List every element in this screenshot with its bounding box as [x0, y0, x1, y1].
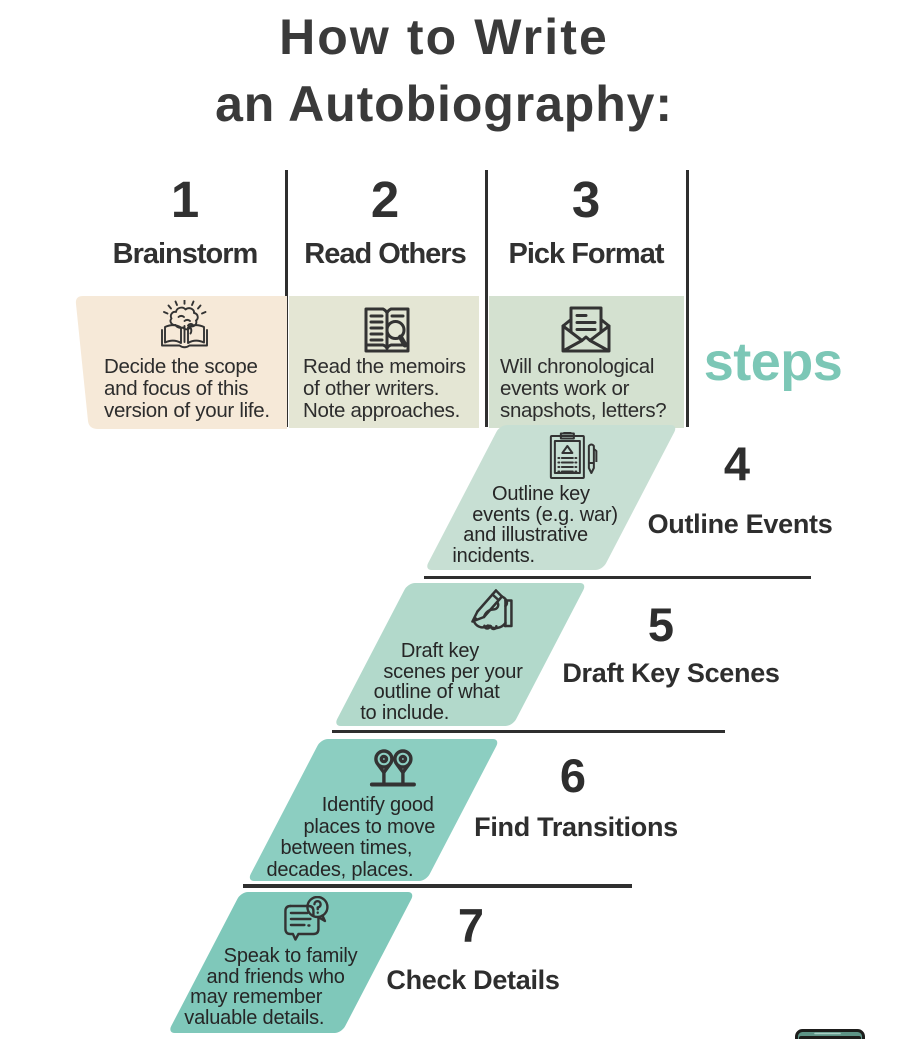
clipboard-pen-icon [484, 432, 662, 480]
book-magnifier-icon [362, 305, 412, 355]
step1-title: Brainstorm [112, 238, 259, 270]
step3-header: 3 Pick Format [486, 171, 686, 270]
step4-desc-line4: incidents. [452, 544, 536, 567]
step2-desc-line3: Note approaches. [303, 399, 461, 422]
step6-desc-line4: decades, places. [266, 858, 414, 881]
step2-desc-line1: Read the memoirs [303, 355, 466, 378]
separator-line-3 [243, 884, 632, 888]
step3-desc-line2: events work or [500, 377, 630, 400]
step3-desc-line3: snapshots, letters? [500, 399, 667, 422]
separator-line-2 [332, 729, 725, 733]
step4-box: Outline key events (e.g. war) and illust… [424, 425, 678, 570]
step4-title: Outline Events [647, 509, 833, 539]
step1-box-shape [75, 296, 287, 429]
step4-number: 4 [723, 437, 751, 490]
step7-box: Speak to family and friends who may reme… [167, 892, 415, 1033]
step7-number: 7 [457, 899, 485, 952]
step6-title: Find Transitions [474, 812, 678, 842]
step1-header: 1 Brainstorm [85, 171, 285, 270]
step7-title: Check Details [386, 965, 560, 995]
step6-box: Identify good places to move between tim… [247, 739, 500, 881]
step5-desc-line4: to include. [360, 701, 450, 724]
page-title-line1: How to Write [279, 9, 609, 65]
typewriter-device-icon [795, 1029, 865, 1039]
page-title-line2: an Autobiography: [215, 76, 673, 132]
step5-box: Draft key scenes per your outline of wha… [333, 583, 587, 726]
speech-bubbles-icon [218, 896, 392, 944]
column-divider-2 [485, 170, 488, 427]
step1-desc-line3: version of your life. [104, 399, 270, 422]
step6-number: 6 [559, 749, 587, 802]
steps-label: steps [703, 332, 843, 392]
step3-description: Will chronological events work or snapsh… [500, 355, 667, 422]
column-divider-3 [685, 170, 689, 427]
envelope-letter-icon [561, 304, 611, 354]
step1-number: 1 [170, 171, 200, 228]
step2-title: Read Others [304, 238, 466, 270]
step2-description: Read the memoirs of other writers. Note … [303, 356, 466, 422]
step1-box [75, 296, 287, 429]
step1-description: Decide the scope and focus of this versi… [104, 356, 270, 422]
step1-desc-line1: Decide the scope [104, 355, 258, 378]
page-title: How to Write an Autobiography: [0, 4, 894, 138]
step2-box [288, 296, 479, 428]
step5-number: 5 [647, 598, 675, 651]
step1-desc-line2: and focus of this [104, 377, 249, 400]
writing-hand-icon [398, 588, 577, 632]
device-base [799, 1036, 861, 1039]
step3-box [488, 296, 684, 428]
map-pins-icon [303, 748, 482, 788]
step3-title: Pick Format [508, 238, 665, 270]
step2-header: 2 Read Others [285, 171, 485, 270]
step2-desc-line2: of other writers. [303, 377, 440, 400]
step5-desc-line3: outline of what [373, 681, 500, 703]
step7-desc-line4: valuable details. [184, 1006, 325, 1029]
step5-title: Draft Key Scenes [562, 658, 780, 688]
separator-line-1 [424, 575, 811, 579]
step2-number: 2 [370, 171, 400, 228]
brain-book-icon [158, 300, 211, 353]
step3-number: 3 [571, 171, 601, 228]
step3-desc-line1: Will chronological [500, 355, 655, 378]
